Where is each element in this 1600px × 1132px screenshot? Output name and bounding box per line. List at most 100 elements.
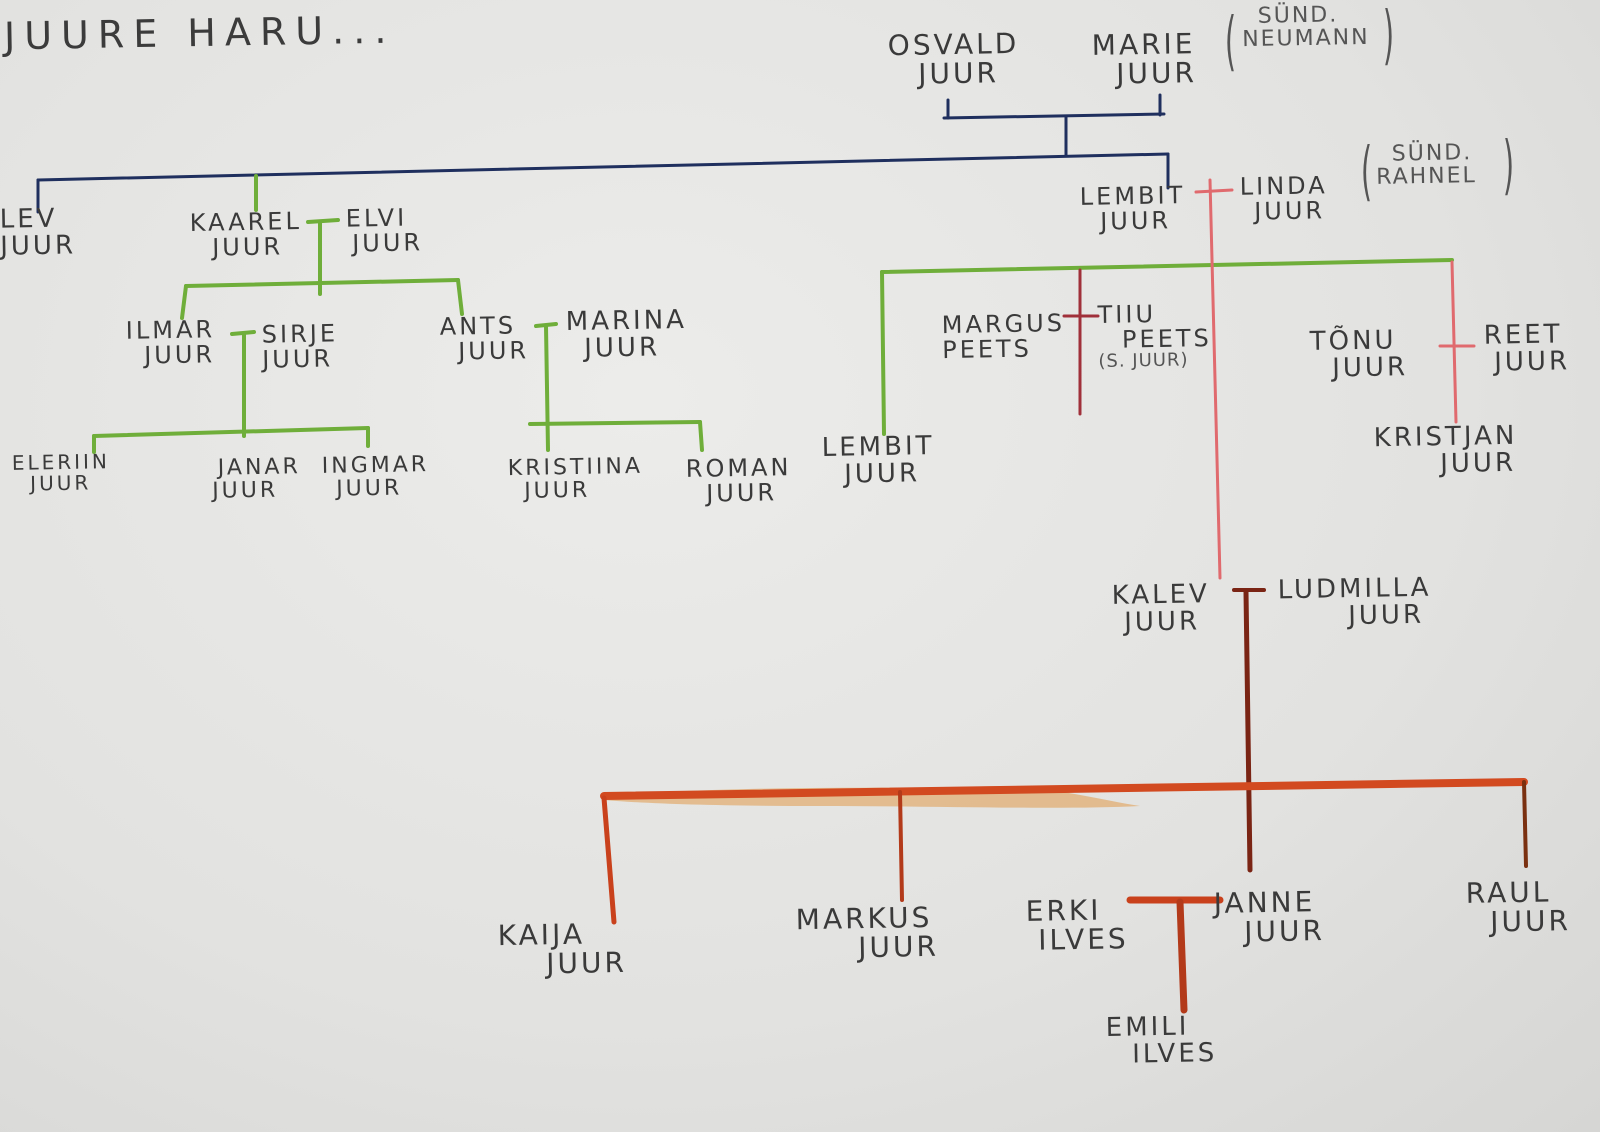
last-name: JUUR (1489, 904, 1572, 939)
line-children-of-ilmar (92, 426, 370, 438)
last-name: JUUR (1493, 346, 1571, 378)
line-children-of-ants (528, 420, 702, 426)
last-name: JUUR (335, 475, 403, 502)
line-children-of-kalev (600, 778, 1528, 800)
line-ants-marina-descent (544, 324, 550, 452)
last-name: JUUR (523, 477, 591, 504)
person-margus: MARGUS PEETS (941, 308, 1066, 365)
line-to-roman (698, 420, 704, 452)
line-children-of-kaarel (184, 278, 460, 288)
line-couple-lembit-linda (1194, 188, 1234, 194)
last-name: JUUR (1115, 56, 1198, 91)
person-marie: MARIE JUUR (1091, 27, 1198, 91)
person-sirje: SIRJE JUUR (262, 319, 339, 374)
person-ludmilla: LUDMILLA JUUR (1278, 573, 1433, 632)
line-to-ants (456, 278, 464, 316)
person-osvald: OSVALD JUUR (887, 26, 1020, 91)
first-name: MARINA (565, 304, 688, 338)
last-name: JUUR (1099, 206, 1172, 236)
line-to-tonu-reet (1450, 260, 1458, 424)
line-couple-osvald-marie (942, 112, 1166, 120)
line-to-lembit2 (880, 270, 886, 436)
paren-close: ) (1502, 129, 1515, 203)
person-raul: RAUL JUUR (1465, 875, 1572, 939)
first-name: JANAR (217, 454, 301, 481)
first-name: OSVALD (887, 26, 1020, 63)
line-to-raul (1522, 780, 1528, 868)
person-marina: MARINA JUUR (565, 304, 688, 365)
last-name: PEETS (1121, 324, 1212, 354)
page-title: JUURE HARU... (3, 7, 396, 59)
last-name: JUUR (351, 228, 424, 258)
person-reet: REET JUUR (1483, 319, 1571, 378)
note-line2: RAHNEL (1375, 163, 1478, 190)
last-name: JUUR (143, 340, 216, 370)
person-markus: MARKUS JUUR (795, 901, 940, 965)
person-olev: LEV JUUR (0, 203, 77, 262)
person-tiiu: TIIU PEETS (S. JUUR) (1097, 300, 1212, 373)
last-name: ILVES (1037, 922, 1129, 958)
person-ants: ANTS JUUR (440, 311, 530, 366)
paren-close: ) (1382, 0, 1395, 73)
person-erki: ERKI ILVES (1025, 893, 1129, 958)
person-elvi: ELVI JUUR (346, 204, 424, 258)
person-kristiina: KRISTIINA JUUR (507, 453, 644, 504)
first-name: LEV (0, 203, 58, 235)
last-name: ILVES (1131, 1038, 1218, 1070)
line-couple-kaarel-elvi (306, 218, 340, 224)
last-name: PEETS (941, 334, 1033, 365)
person-emili: EMILI ILVES (1105, 1012, 1218, 1070)
person-ingmar: INGMAR JUUR (321, 452, 430, 502)
lines-pink-branch (1194, 178, 1476, 580)
last-name: JUUR (1123, 606, 1201, 638)
line-to-kaija (601, 795, 617, 925)
first-name: REET (1483, 319, 1563, 351)
note-marie-birth: SÜND. NEUMANN (1241, 2, 1370, 53)
person-kaija: KAIJA JUUR (497, 918, 628, 981)
last-name: JUUR (211, 232, 284, 262)
person-kaarel: KAAREL JUUR (190, 207, 303, 262)
first-name: MARIE (1091, 27, 1196, 62)
line-kalev-ludmilla-descent (1243, 589, 1253, 873)
lines-kalev-branch (600, 588, 1528, 1014)
line-lembit-linda-descent (1208, 178, 1222, 580)
last-name: JUUR (857, 930, 940, 965)
last-name: JUUR (705, 478, 778, 508)
last-name: JUUR (1347, 600, 1425, 632)
first-name: RAUL (1465, 875, 1552, 910)
last-name: JUUR (545, 946, 628, 981)
person-janar: JANAR JUUR (212, 454, 302, 504)
first-name: INGMAR (321, 452, 430, 479)
line-children-of-lembit (880, 258, 1454, 274)
person-eleriin: ELERIIN JUUR (12, 449, 111, 496)
paren-open: ( (1360, 135, 1373, 209)
line-children-of-osvald (36, 152, 1170, 182)
person-tonu: TÕNU JUUR (1309, 325, 1408, 383)
first-name: KRISTIINA (507, 453, 644, 482)
person-kalev: KALEV JUUR (1111, 579, 1211, 638)
last-name: JUUR (1243, 914, 1326, 949)
last-name: JUUR (29, 470, 92, 496)
first-name: ERKI (1025, 893, 1102, 928)
note-line1: SÜND. (1391, 140, 1473, 167)
lines-kaarel-branch (92, 174, 1454, 454)
last-name: JUUR (1439, 448, 1517, 480)
first-name: JANNE (1213, 885, 1316, 920)
line-to-ilmar (180, 284, 188, 320)
line-to-markus (898, 790, 904, 902)
person-kristjan: KRISTJAN JUUR (1373, 421, 1519, 480)
last-name: JUUR (457, 336, 530, 366)
paren-open: ( (1224, 5, 1237, 79)
last-name: JUUR (0, 230, 77, 262)
first-name: MARGUS (941, 308, 1066, 340)
person-roman: ROMAN JUUR (686, 453, 793, 508)
lines-osvald-marie (36, 93, 1170, 214)
maiden-name-note: (S. JUUR) (1098, 349, 1189, 373)
last-name: JUUR (583, 332, 661, 365)
note-linda-birth: SÜND. RAHNEL (1375, 140, 1478, 190)
person-ilmar: ILMAR JUUR (126, 315, 216, 370)
lines-margus-tiiu (1062, 268, 1100, 416)
note-line2: NEUMANN (1241, 24, 1370, 53)
last-name: JUUR (843, 458, 921, 490)
